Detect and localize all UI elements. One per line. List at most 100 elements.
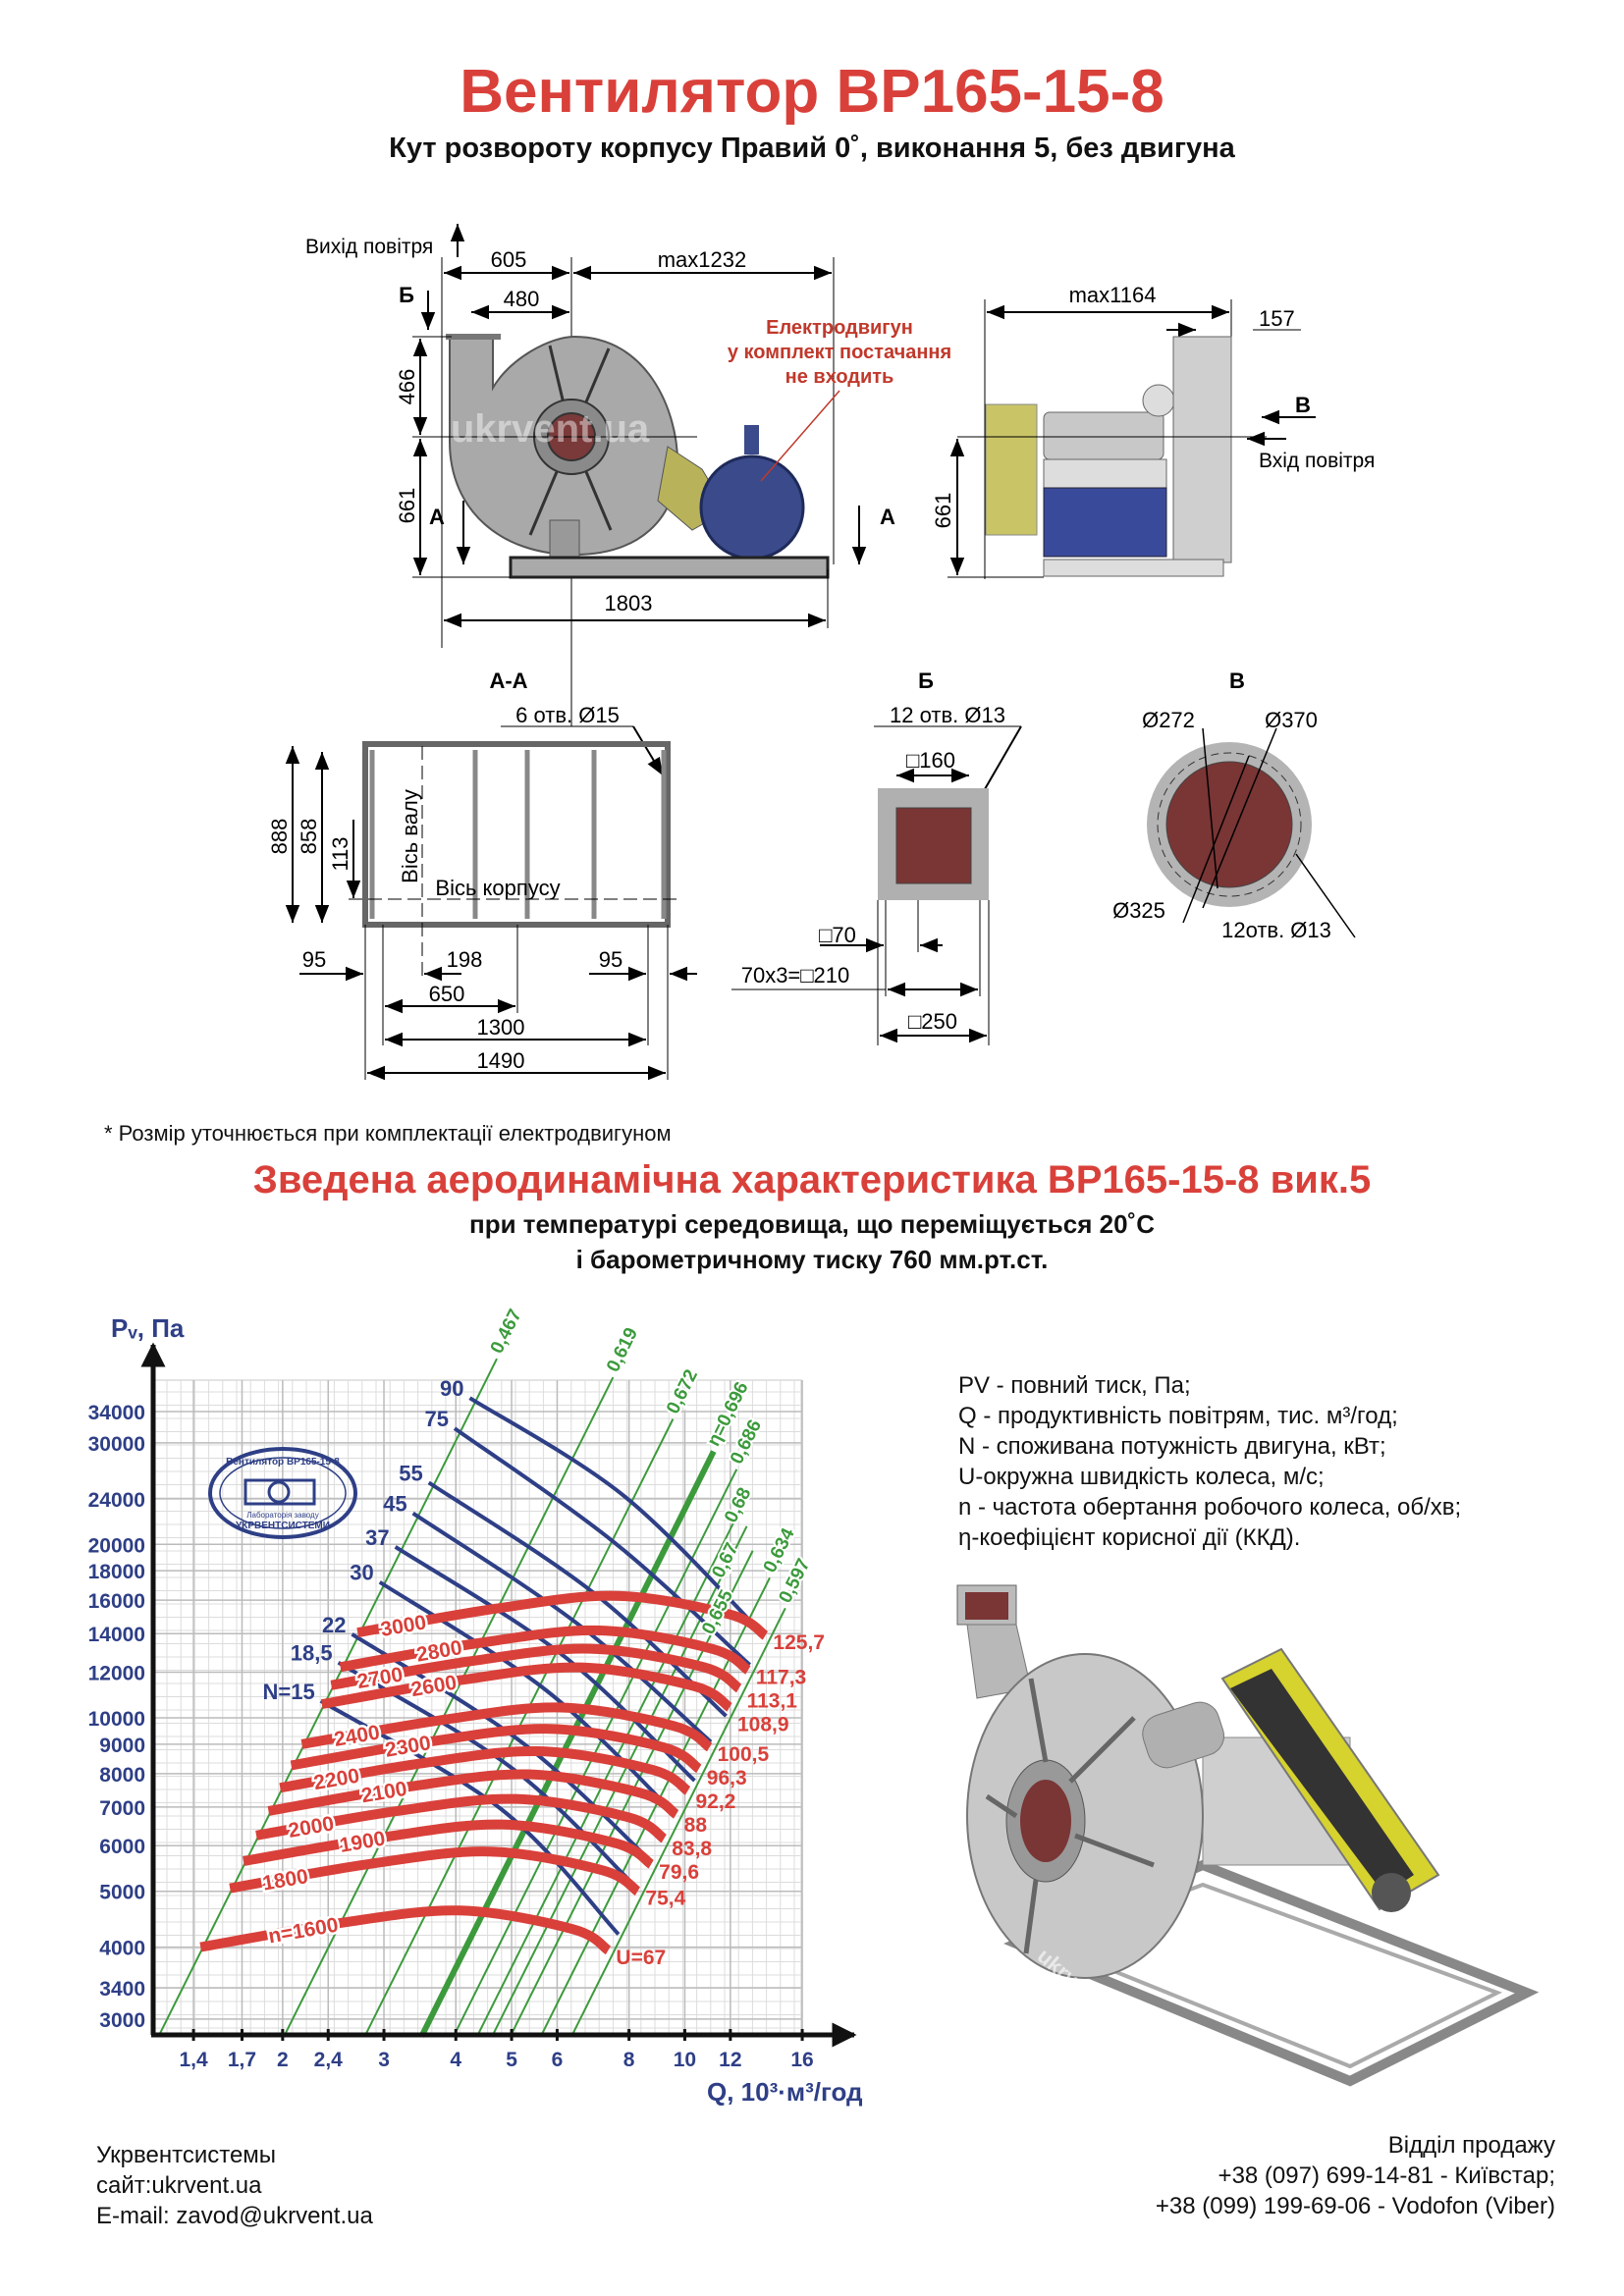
speed-curve [267, 1769, 679, 1819]
motor-side [1043, 487, 1167, 558]
stamp-text: УКРВЕНТСИСТЕМИ [236, 1521, 330, 1531]
x-tick-label: 4 [450, 2049, 461, 2071]
page-subtitle: Кут розвороту корпусу Правий 0˚, виконан… [389, 133, 1235, 164]
x-tick-label: 2 [277, 2049, 289, 2071]
dim-466: 466 [395, 369, 419, 405]
y-axis-label: Pᵥ, Па [111, 1313, 185, 1343]
section-a-label-left: А [429, 505, 445, 529]
speed-curve [229, 1846, 641, 1896]
tip-speed-label: 88 [684, 1814, 708, 1837]
y-tick-label: 20000 [88, 1534, 145, 1557]
x-tick-label: 1,4 [179, 2049, 208, 2071]
x-tick-label: 6 [552, 2049, 564, 2071]
tip-speed-label: 113,1 [747, 1689, 798, 1712]
efficiency-line [418, 1450, 717, 2038]
dim-1803: 1803 [605, 591, 653, 615]
power-curve [468, 1396, 764, 1634]
speed-curve [300, 1702, 713, 1752]
y-tick-label: 30000 [88, 1433, 145, 1456]
footer-sales: Відділ продажу +38 (097) 699-14-81 - Киї… [1156, 2130, 1555, 2221]
x-axis-label: Q, 10³·м³/год [707, 2077, 863, 2107]
shaft-axis-label: Вісь валу [398, 789, 422, 883]
x-tick-label: 5 [506, 2049, 517, 2071]
dim-1300: 1300 [477, 1015, 525, 1040]
x-tick-label: 1,7 [228, 2049, 256, 2071]
dim-480: 480 [504, 287, 540, 311]
site-link[interactable]: сайт:ukrvent.ua [96, 2172, 262, 2199]
dim-198: 198 [447, 947, 483, 972]
view-b-label: Б [399, 283, 414, 307]
power-label: 90 [440, 1376, 463, 1401]
power-label: 75 [424, 1407, 448, 1431]
y-tick-label: 34000 [88, 1402, 145, 1424]
legend-pv: PV - повний тиск, Па; [958, 1372, 1191, 1399]
power-label: 18,5 [291, 1641, 333, 1666]
dim-650: 650 [429, 982, 465, 1006]
dim-661-side: 661 [931, 493, 955, 529]
x-tick-label: 3 [378, 2049, 390, 2071]
power-curve [411, 1511, 713, 1744]
power-curve [378, 1580, 677, 1816]
front-view: Вихід повітря 605 max1232 Б 480 [305, 224, 951, 726]
tip-speed-label: 96,3 [707, 1767, 747, 1789]
speed-curve [255, 1793, 668, 1843]
section-aa-holes: 6 отв. Ø15 [515, 703, 620, 727]
dia-370: Ø370 [1265, 708, 1318, 732]
section-v-holes: 12отв. Ø13 [1221, 918, 1331, 942]
chart-legend: PV - повний тиск, Па; Q - продуктивність… [958, 1370, 1461, 1553]
legend-rpm: n - частота обертання робочого колеса, о… [958, 1494, 1462, 1521]
legend-eta: η-коефіцієнт корисної дії (ККД). [958, 1524, 1301, 1551]
section-b: Б 12 отв. Ø13 □160 □70 70х3=□210 □250 [731, 668, 1022, 1045]
efficiency-line [157, 1358, 498, 2037]
y-tick-label: 24000 [88, 1489, 145, 1512]
watermark: ukrvent.ua [451, 407, 650, 451]
characteristic-conditions-1: при температурі середовища, що переміщує… [469, 1209, 1155, 1239]
y-tick-label: 8000 [99, 1764, 145, 1787]
page-title: Вентилятор ВР165-15-8 [460, 58, 1164, 126]
power-curve [453, 1426, 751, 1667]
power-label: 55 [399, 1461, 422, 1485]
section-aa: А-А 6 отв. Ø15 888 858 113 Вісь валу Віс… [267, 668, 697, 1081]
speed-curve [320, 1662, 732, 1712]
phone-kyivstar[interactable]: +38 (097) 699-14-81 - Київстар; [1218, 2163, 1555, 2189]
power-curve [337, 1661, 636, 1888]
dim-157: 157 [1259, 306, 1295, 331]
speed-curve [279, 1745, 691, 1795]
air-inlet-label: Вхід повітря [1259, 450, 1375, 472]
speed-curve [339, 1625, 751, 1675]
technical-drawings: Вихід повітря 605 max1232 Б 480 [267, 224, 1375, 1081]
tip-speed-label: 108,9 [737, 1713, 789, 1735]
y-tick-label: 5000 [99, 1882, 145, 1904]
phone-vodafone[interactable]: +38 (099) 199-69-06 - Vodofon (Viber) [1155, 2193, 1555, 2219]
stamp-text: Лабораторія заводу [246, 1511, 318, 1520]
dim-250: □250 [908, 1009, 957, 1034]
email-link[interactable]: E-mail: zavod@ukrvent.ua [96, 2203, 373, 2229]
frame-outline [362, 741, 671, 928]
tip-speed-label: 92,2 [695, 1790, 735, 1813]
dim-113: 113 [328, 836, 352, 871]
y-tick-label: 18000 [88, 1561, 145, 1583]
dia-272: Ø272 [1142, 708, 1195, 732]
y-tick-label: 7000 [99, 1797, 145, 1820]
power-label: 30 [350, 1561, 373, 1585]
dim-70: □70 [819, 923, 856, 947]
footer-contacts: Укрвентсистемы сайт:ukrvent.ua E-mail: z… [96, 2140, 373, 2231]
y-tick-label: 16000 [88, 1590, 145, 1613]
side-view: max1164 157 661 В Вхід повітря [931, 283, 1375, 579]
dim-max1232: max1232 [658, 247, 747, 272]
tip-speed-label: 125,7 [773, 1631, 825, 1654]
dim-858: 858 [297, 819, 321, 855]
stamp-text: Вентилятор ВР165-15-8 [226, 1457, 340, 1468]
speed-label: n=1600 [267, 1914, 341, 1949]
speed-curve [356, 1590, 769, 1640]
tip-speed-label: 79,6 [659, 1861, 699, 1884]
dim-95-right: 95 [599, 947, 623, 972]
section-b-title: Б [918, 668, 934, 693]
efficiency-label: 0,467 [487, 1306, 526, 1357]
power-label: 22 [322, 1613, 346, 1637]
dim-605: 605 [491, 247, 527, 272]
air-outlet-label: Вихід повітря [305, 236, 433, 258]
fan-housing-side [1172, 336, 1232, 563]
speed-curve [330, 1643, 742, 1693]
section-aa-title: А-А [489, 668, 527, 693]
